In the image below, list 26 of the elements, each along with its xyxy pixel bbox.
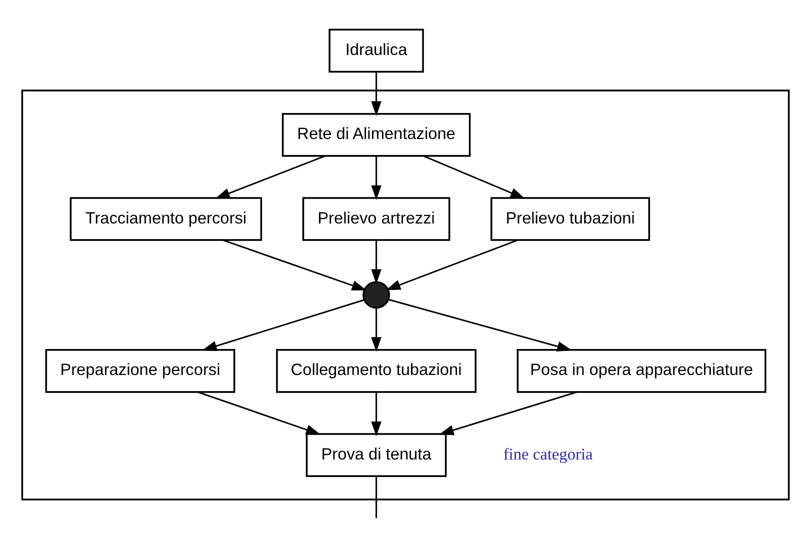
node-box: Posa in opera apparecchiature (516, 349, 766, 393)
node-circle (362, 281, 390, 309)
arrow (438, 391, 578, 436)
arrow (215, 155, 326, 199)
node-box: Collegamento tubazioni (276, 349, 476, 393)
arrow (371, 72, 382, 116)
cluster (21, 90, 790, 500)
node-box: Tracciamento percorsi (70, 197, 262, 241)
arrow (386, 239, 518, 290)
connector (376, 476, 378, 518)
arrow (371, 308, 382, 352)
arrow (371, 156, 382, 200)
arrow (371, 392, 382, 436)
node-box: Rete di Alimentazione (282, 112, 471, 157)
arrow (222, 239, 367, 290)
arrow (423, 155, 526, 199)
node-box: Prelievo tubazioni (490, 197, 650, 241)
arrow (371, 240, 382, 284)
node-box: Prova di tenuta (306, 433, 447, 477)
node-box: Prelievo artrezzi (302, 197, 450, 241)
arrow (202, 299, 364, 351)
node-box: Preparazione percorsi (45, 349, 236, 393)
label: fine categoria (503, 444, 593, 464)
node-box: Idraulica (328, 28, 424, 73)
arrow (197, 391, 321, 435)
arrow (388, 298, 572, 352)
